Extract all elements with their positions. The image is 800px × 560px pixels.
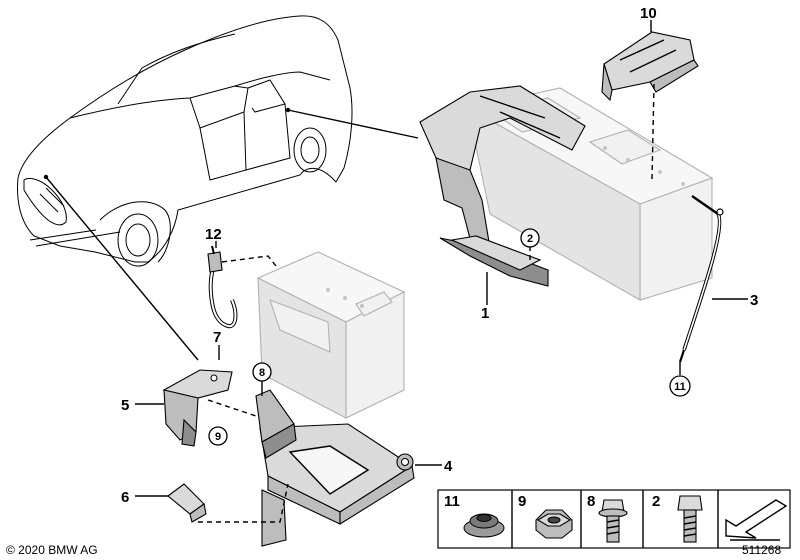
callout-11: 11 xyxy=(674,381,686,393)
small-battery xyxy=(256,251,406,419)
callout-9: 9 xyxy=(215,431,221,443)
nut-icon xyxy=(535,509,573,539)
callout-8: 8 xyxy=(259,367,265,379)
callout-3: 3 xyxy=(750,292,758,309)
leader-12 xyxy=(221,255,277,267)
battery-bracket-rear xyxy=(419,85,586,287)
hex-bolt-icon xyxy=(677,495,703,543)
leader-6-tray xyxy=(198,483,289,523)
leader-rear-battery xyxy=(287,109,419,139)
callout-2-circle xyxy=(520,228,540,248)
car-outline xyxy=(17,15,353,267)
legend-label-9: 9 xyxy=(518,493,526,510)
callout-5: 5 xyxy=(121,397,129,414)
diagram-id: 511268 xyxy=(742,543,781,557)
ground-cable xyxy=(678,195,724,363)
callout-11-circle xyxy=(669,375,691,397)
bracket-5 xyxy=(162,369,233,447)
legend-label-2: 2 xyxy=(652,493,660,510)
battery-tray xyxy=(255,389,415,547)
legend-label-8: 8 xyxy=(587,493,595,510)
callout-9-circle xyxy=(208,426,228,446)
callout-7: 7 xyxy=(213,329,221,346)
battery-cable-front xyxy=(207,245,238,329)
callout-1: 1 xyxy=(481,305,489,322)
callout-4: 4 xyxy=(444,458,453,475)
callout-10: 10 xyxy=(640,5,657,22)
legend-label-11: 11 xyxy=(444,493,460,510)
leader-5-tray xyxy=(207,399,257,417)
arrow-icon xyxy=(725,499,788,541)
callout-8-circle xyxy=(252,362,272,382)
copyright: © 2020 BMW AG xyxy=(6,543,98,557)
parts-legend: 11 9 8 2 xyxy=(437,489,791,549)
clip-6 xyxy=(167,483,207,523)
leader-front-battery xyxy=(45,176,199,361)
callout-12: 12 xyxy=(205,226,222,243)
flange-bolt-icon xyxy=(598,499,628,543)
terminal-cover xyxy=(601,31,699,102)
callout-2: 2 xyxy=(527,233,533,245)
callout-6: 6 xyxy=(121,489,129,506)
grommet-icon xyxy=(463,513,505,538)
leader-10 xyxy=(651,83,655,181)
